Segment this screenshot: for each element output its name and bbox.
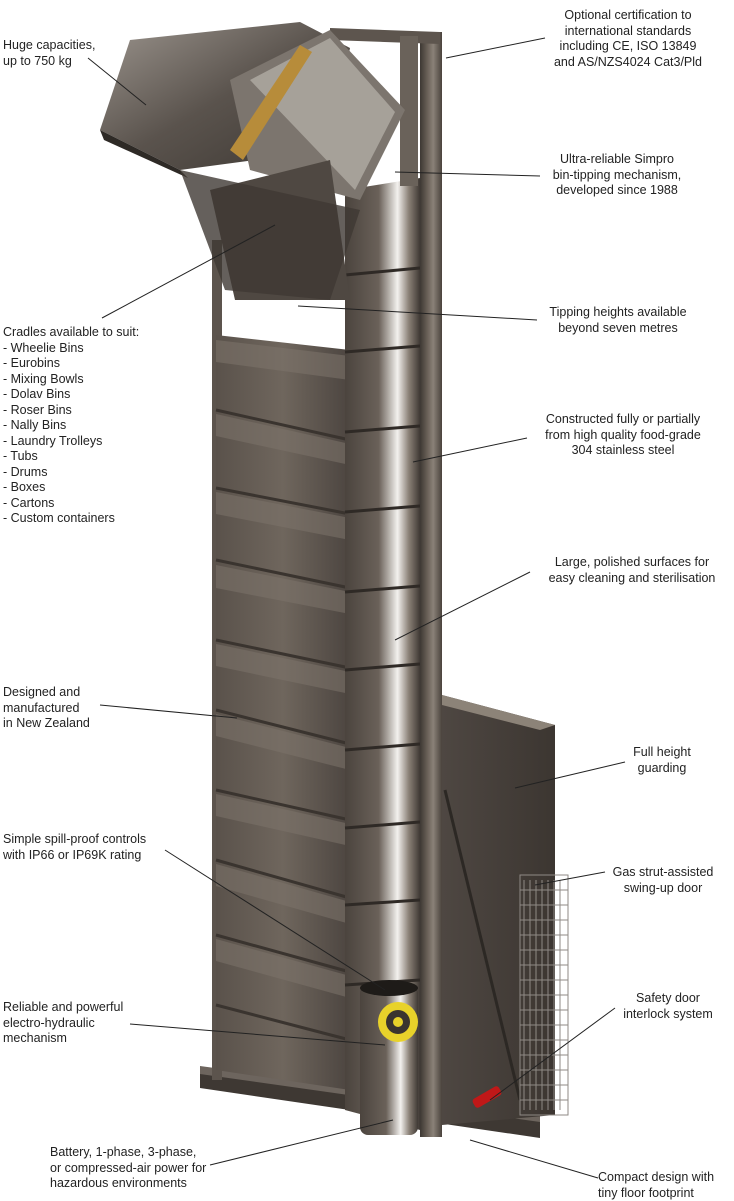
label-interlock: Safety door interlock system xyxy=(616,991,720,1022)
cradle-item: - Custom containers xyxy=(3,511,139,527)
label-line: Large, polished surfaces for xyxy=(534,555,730,571)
label-line: including CE, ISO 13849 xyxy=(552,39,704,55)
label-line: swing-up door xyxy=(604,881,722,897)
cradle-item: - Mixing Bowls xyxy=(3,372,139,388)
label-mechanism: Ultra-reliable Simpro bin-tipping mechan… xyxy=(544,152,690,199)
label-controls: Simple spill-proof controls with IP66 or… xyxy=(3,832,146,863)
cradle-item: - Drums xyxy=(3,465,139,481)
label-heights: Tipping heights available beyond seven m… xyxy=(540,305,696,336)
label-line: Full height xyxy=(620,745,704,761)
cradle-item: - Boxes xyxy=(3,480,139,496)
cradle-item: - Eurobins xyxy=(3,356,139,372)
label-line: Huge capacities, xyxy=(3,38,95,54)
label-line: interlock system xyxy=(616,1007,720,1023)
label-line: international standards xyxy=(552,24,704,40)
label-line: Tipping heights available xyxy=(540,305,696,321)
label-surfaces: Large, polished surfaces for easy cleani… xyxy=(534,555,730,586)
cradle-item: - Nally Bins xyxy=(3,418,139,434)
label-line: Optional certification to xyxy=(552,8,704,24)
cradle-item: - Cartons xyxy=(3,496,139,512)
label-line: with IP66 or IP69K rating xyxy=(3,848,146,864)
label-line: tiny floor footprint xyxy=(598,1186,714,1201)
label-line: Simple spill-proof controls xyxy=(3,832,146,848)
label-line: Compact design with xyxy=(598,1170,714,1186)
label-line: Designed and xyxy=(3,685,90,701)
label-certification: Optional certification to international … xyxy=(552,8,704,70)
cradle-item: - Dolav Bins xyxy=(3,387,139,403)
label-line: guarding xyxy=(620,761,704,777)
label-cradles: Cradles available to suit: - Wheelie Bin… xyxy=(3,325,139,527)
label-line: electro-hydraulic xyxy=(3,1016,123,1032)
label-gas-strut: Gas strut-assisted swing-up door xyxy=(604,865,722,896)
label-line: easy cleaning and sterilisation xyxy=(534,571,730,587)
label-footprint: Compact design with tiny floor footprint xyxy=(598,1170,714,1201)
label-line: beyond seven metres xyxy=(540,321,696,337)
label-line: manufactured xyxy=(3,701,90,717)
label-power: Battery, 1-phase, 3-phase, or compressed… xyxy=(50,1145,206,1192)
label-designed: Designed and manufactured in New Zealand xyxy=(3,685,90,732)
label-line: Ultra-reliable Simpro xyxy=(544,152,690,168)
label-line: Constructed fully or partially xyxy=(528,412,718,428)
label-line: mechanism xyxy=(3,1031,123,1047)
label-line: Battery, 1-phase, 3-phase, xyxy=(50,1145,206,1161)
label-line: in New Zealand xyxy=(3,716,90,732)
label-line: bin-tipping mechanism, xyxy=(544,168,690,184)
label-line: hazardous environments xyxy=(50,1176,206,1192)
label-capacity: Huge capacities, up to 750 kg xyxy=(3,38,95,69)
cradle-item: - Wheelie Bins xyxy=(3,341,139,357)
label-line: developed since 1988 xyxy=(544,183,690,199)
label-line: Gas strut-assisted xyxy=(604,865,722,881)
label-line: Safety door xyxy=(616,991,720,1007)
cradle-item: - Tubs xyxy=(3,449,139,465)
label-steel: Constructed fully or partially from high… xyxy=(528,412,718,459)
label-line: or compressed-air power for xyxy=(50,1161,206,1177)
label-line: Reliable and powerful xyxy=(3,1000,123,1016)
label-line: and AS/NZS4024 Cat3/Pld xyxy=(552,55,704,71)
label-line: from high quality food-grade xyxy=(528,428,718,444)
cradles-title: Cradles available to suit: xyxy=(3,325,139,341)
label-line: 304 stainless steel xyxy=(528,443,718,459)
label-hydraulic: Reliable and powerful electro-hydraulic … xyxy=(3,1000,123,1047)
label-guarding: Full height guarding xyxy=(620,745,704,776)
label-line: up to 750 kg xyxy=(3,54,95,70)
cradle-item: - Laundry Trolleys xyxy=(3,434,139,450)
cradle-item: - Roser Bins xyxy=(3,403,139,419)
